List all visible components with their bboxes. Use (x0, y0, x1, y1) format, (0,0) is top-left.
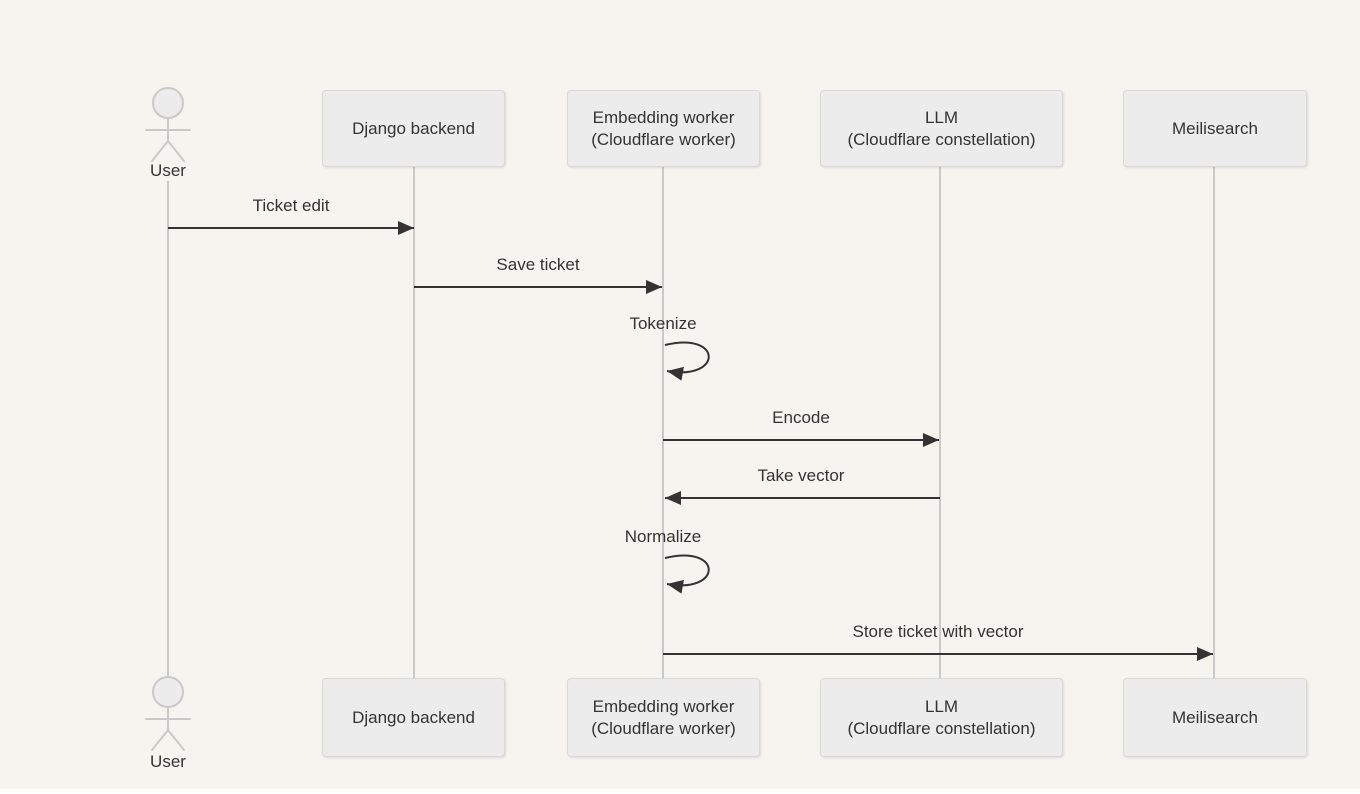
participant-django-backend-top: Django backend (322, 90, 505, 167)
figure-right-leg (167, 729, 185, 751)
participant-llm-bottom: LLM (Cloudflare constellation) (820, 678, 1063, 757)
user-actor-figure-bottom (145, 676, 191, 751)
page-background-strip (0, 789, 1360, 794)
actor-label-user-top: User (150, 161, 186, 180)
participant-meilisearch-bottom: Meilisearch (1123, 678, 1307, 757)
participant-label: LLM (924, 696, 959, 716)
participant-label-line2: (Cloudflare worker) (591, 129, 736, 149)
participant-llm-top: LLM (Cloudflare constellation) (820, 90, 1063, 167)
user-actor-figure-top (145, 87, 191, 162)
participant-meilisearch-top: Meilisearch (1123, 90, 1307, 167)
message-label-tokenize: Tokenize (629, 314, 697, 333)
message-label-ticket-edit: Ticket edit (252, 196, 330, 215)
participant-label: Meilisearch (1172, 118, 1258, 138)
participant-label: Django backend (352, 707, 475, 727)
message-label-encode: Encode (772, 408, 830, 427)
participant-label: Embedding worker (592, 107, 735, 127)
participant-label-line2: (Cloudflare worker) (591, 718, 736, 738)
figure-left-leg (151, 729, 169, 751)
participant-label: LLM (924, 107, 959, 127)
message-selfloop-tokenize (664, 341, 710, 381)
participant-label-line2: (Cloudflare constellation) (847, 718, 1036, 738)
participant-embedding-worker-top: Embedding worker (Cloudflare worker) (567, 90, 760, 167)
message-label-store-ticket-with-vector: Store ticket with vector (852, 622, 1024, 641)
message-selfloop-normalize (664, 554, 710, 594)
figure-head (152, 676, 184, 708)
participant-embedding-worker-bottom: Embedding worker (Cloudflare worker) (567, 678, 760, 757)
participant-label: Django backend (352, 118, 475, 138)
actor-label-user-bottom: User (150, 752, 186, 771)
participant-label-line2: (Cloudflare constellation) (847, 129, 1036, 149)
message-label-take-vector: Take vector (757, 466, 845, 485)
message-label-normalize: Normalize (624, 527, 702, 546)
figure-right-leg (167, 140, 185, 162)
participant-label: Embedding worker (592, 696, 735, 716)
figure-left-leg (151, 140, 169, 162)
participant-django-backend-bottom: Django backend (322, 678, 505, 757)
message-label-save-ticket: Save ticket (496, 255, 580, 274)
participant-label: Meilisearch (1172, 707, 1258, 727)
figure-head (152, 87, 184, 119)
